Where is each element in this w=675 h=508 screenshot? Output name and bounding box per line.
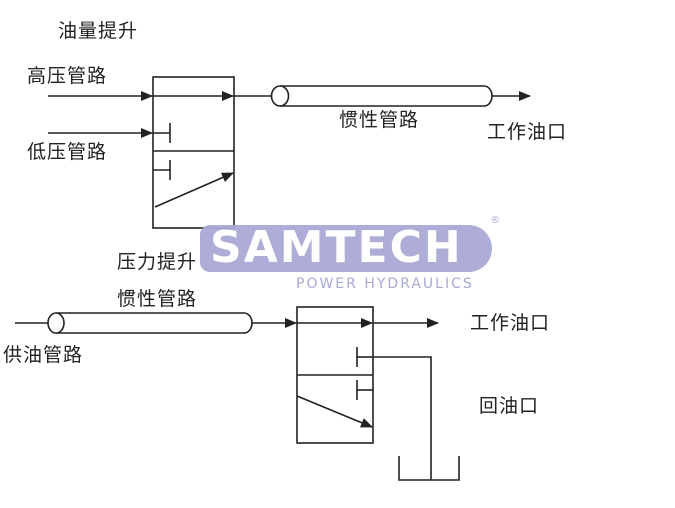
bottom-outlet-label: 工作油口	[470, 312, 551, 334]
supply-inertia-pipe	[15, 312, 297, 334]
top-valve	[152, 76, 235, 229]
return-line	[373, 356, 432, 480]
bottom-section-title: 压力提升	[117, 251, 198, 273]
watermark-brand: SAMTECH	[210, 222, 463, 273]
bottom-valve	[296, 306, 374, 444]
top-inertia-pipe-label: 惯性管路	[339, 109, 420, 131]
top-inertia-pipe	[234, 85, 531, 107]
high-pressure-label: 高压管路	[27, 65, 108, 87]
bottom-inertia-pipe-label: 惯性管路	[117, 288, 198, 310]
supply-line-label: 供油管路	[3, 344, 84, 366]
watermark-band	[200, 225, 492, 272]
return-port-label: 回油口	[479, 395, 540, 417]
top-section-title: 油量提升	[58, 20, 139, 42]
tank-icon	[398, 456, 460, 481]
top-outlet-label: 工作油口	[487, 121, 568, 143]
registered-mark: ®	[490, 215, 500, 226]
watermark-tagline: POWER HYDRAULICS	[296, 276, 474, 292]
low-pressure-label: 低压管路	[27, 141, 108, 163]
